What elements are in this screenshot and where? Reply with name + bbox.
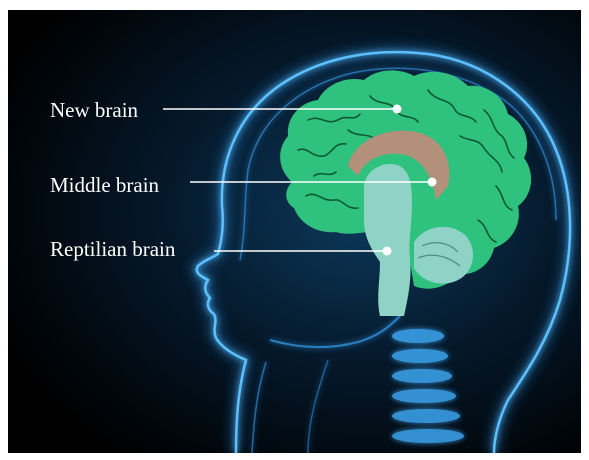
brain-illustration: [8, 10, 581, 453]
dot-middle: [428, 178, 437, 187]
label-reptilian-brain: Reptilian brain: [50, 237, 175, 261]
dot-reptilian: [383, 247, 392, 256]
cerebellum-region: [414, 227, 473, 284]
dot-new: [393, 105, 402, 114]
label-new-brain: New brain: [50, 98, 138, 122]
label-middle-brain: Middle brain: [50, 173, 159, 197]
diagram-frame: New brain Middle brain Reptilian brain: [8, 10, 581, 453]
